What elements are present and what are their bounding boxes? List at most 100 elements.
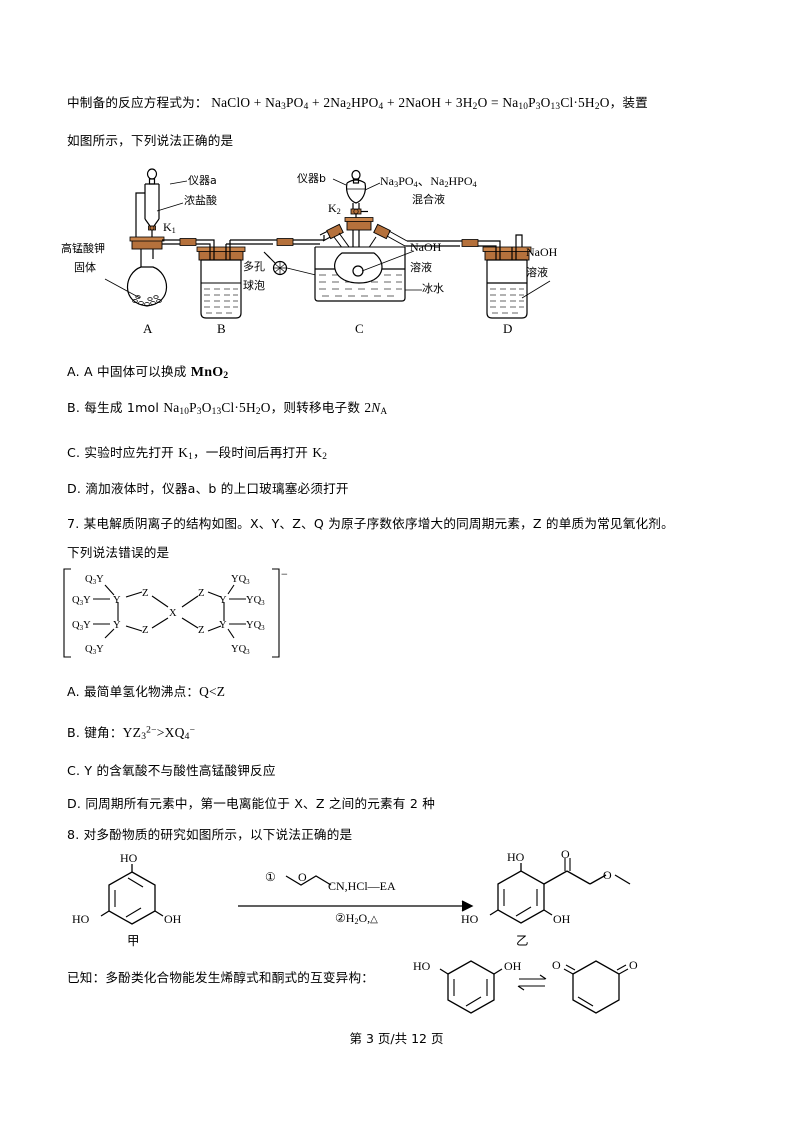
struct-q3y-bottom-left: Q3Y [85,644,104,656]
q7-stem-line1: 7. 某电解质阴离子的结构如图。X、Y、Z、Q 为原子序数依序增大的同周期元素，… [67,516,674,531]
q6-option-c-label: C. [67,445,81,460]
q7-number: 7. [67,516,80,531]
label-icewater: 冰水 [422,282,444,295]
label-kmno4-line2: 固体 [74,261,96,274]
struct-yq3-mid-upper-right: YQ3 [246,595,265,607]
struct-z-lower-right: Z [198,625,204,636]
porous-bulb-icon [263,251,288,276]
label-mixture-formulas: Na3PO4、Na2HPO4 [380,173,477,189]
struct-q3y-top-left: Q3Y [85,574,104,586]
struct-z-upper-left: Z [142,588,148,599]
label-instrument-b: 仪器b [297,172,326,185]
label-porous-1: 多孔 [243,260,265,273]
eq-na3po4: Na3PO4 [265,95,309,113]
q6-stem-suffix: ，装置 [609,95,648,110]
eq-naoh: 2NaOH [398,95,441,110]
label-naoh-c-line2: 溶液 [410,261,432,274]
struct-y-lower-right: Y [219,620,227,631]
q6-option-b: B. 每生成 1mol Na10P3O13Cl·5H2O，则转移电子数 2NA [67,400,388,418]
struct-x-center: X [169,608,177,619]
liquid-dashes-b [204,288,238,314]
liquid-dashes-d [490,288,524,314]
struct-yq3-mid-lower-right: YQ3 [246,620,265,632]
q7-option-b: B. 键角：YZ32−>XQ4− [67,725,196,743]
q8-tautomerism-figure: HO OH O O [405,952,638,1020]
q7-stem-line2: 下列说法错误的是 [67,545,170,560]
reactant-oh-left: HO [72,912,90,926]
eq-plus-2: + [312,95,320,110]
vessel-label-a: A [143,321,153,336]
kmno4-solid [132,295,162,306]
eq-naclo: NaClO [211,95,251,110]
product-carbonyl-o: O [561,847,570,861]
label-conc-hcl: 浓盐酸 [184,194,217,207]
struct-q3y-mid-upper-left: Q3Y [72,595,91,607]
apparatus-diagram: 仪器a 浓盐酸 K1 高锰酸钾 固体 多孔 球泡 仪器b K2 Na3PO4、N… [61,163,582,343]
eq-plus-4: + [444,95,453,110]
struct-y-upper-left: Y [113,595,121,606]
struct-z-lower-left: Z [142,625,148,636]
product-ho-left: HO [461,912,479,926]
eq-equals: = [491,95,499,110]
vessel-label-b: B [217,321,226,336]
product-ether-o: O [603,868,612,882]
q6-option-a-label: A. [67,364,80,379]
q6-option-c: C. 实验时应先打开 K1，一段时间后再打开 K2 [67,445,328,463]
cyclohexenedione-ring [572,960,620,1014]
funnel-a-stopper [146,168,158,185]
q8-known-text: 已知：多酚类化合物能发生烯醇式和酮式的互变异构： [67,970,375,985]
page-footer: 第 3 页/共 12 页 [349,1031,444,1046]
product-oh-right: OH [553,912,571,926]
label-kmno4-line1: 高锰酸钾 [61,242,105,255]
funnel-b [345,169,367,209]
q7-option-c-label: C. [67,763,81,778]
reactant-label: 甲 [127,934,140,948]
vessel-label-d: D [503,321,513,336]
q6-option-a-formula: MnO [190,365,224,380]
tautomer-right-o-right: O [629,958,638,972]
eq-na2hpo4: 2Na2HPO4 [323,95,384,113]
q7-option-d: D. 同周期所有元素中，第一电离能位于 X、Z 之间的元素有 2 种 [67,796,436,811]
q6-option-b-label: B. [67,400,81,415]
q7-option-c: C. Y 的含氧酸不与酸性高锰酸钾反应 [67,763,276,778]
product-ho-top: HO [507,850,525,864]
q7-option-d-label: D. [67,796,82,811]
eq-plus-3: + [387,95,395,110]
label-mixture-line2: 混合液 [412,193,445,206]
struct-q3y-mid-lower-left: Q3Y [72,620,91,632]
tautomer-left-oh: OH [504,959,522,973]
struct-z-upper-right: Z [198,588,204,599]
condition-step2: ②H2O,△ [335,911,378,926]
struct-yq3-top-right: YQ3 [231,574,250,586]
label-k1: K1 [163,220,176,235]
q6-stem-prefix: 中制备的反应方程式为： [67,95,208,110]
resorcinol-ring [447,960,495,1014]
q8-number: 8. [67,827,80,842]
q7-option-a-value: Q<Z [199,684,226,699]
reactant-benzene-ring [108,871,156,925]
label-k2: K2 [328,201,341,216]
q7-option-b-label: B. [67,725,81,740]
condition-step1-num: ① [265,870,276,884]
q7-anion-structure: Q3Y Q3Y Q3Y Q3Y Y Y Z Z Z Z X Y Y YQ3 YQ… [58,566,288,660]
struct-y-upper-right: Y [219,595,227,606]
q8-stem: 8. 对多酚物质的研究如图所示，以下说法正确的是 [67,827,353,842]
eq-plus-1: + [253,95,262,110]
tautomer-right-o-left: O [552,958,561,972]
reactant-oh-top: HO [120,851,138,865]
struct-charge: − [281,567,288,581]
q7-option-a: A. 最简单氢化物沸点：Q<Z [67,684,226,699]
condition-step1-text: CN,HCl—EA [328,879,396,893]
flask-c-right-neck [367,223,408,250]
q6-option-a: A. A 中固体可以换成 MnO2 [67,364,229,382]
label-instrument-a: 仪器a [188,174,217,187]
eq-h2o: 3H2O [455,95,488,113]
struct-y-lower-left: Y [113,620,121,631]
q6-stem-line1: 中制备的反应方程式为： NaClO + Na3PO4 + 2Na2HPO4 + … [67,93,648,114]
tautomer-left-ho: HO [413,959,431,973]
eq-product: Na10P3O13Cl·5H2O [502,95,610,113]
label-naoh-d-line1: NaOH [526,245,558,259]
label-naoh-d-line2: 溶液 [526,266,548,279]
struct-yq3-bottom-right: YQ3 [231,644,250,656]
